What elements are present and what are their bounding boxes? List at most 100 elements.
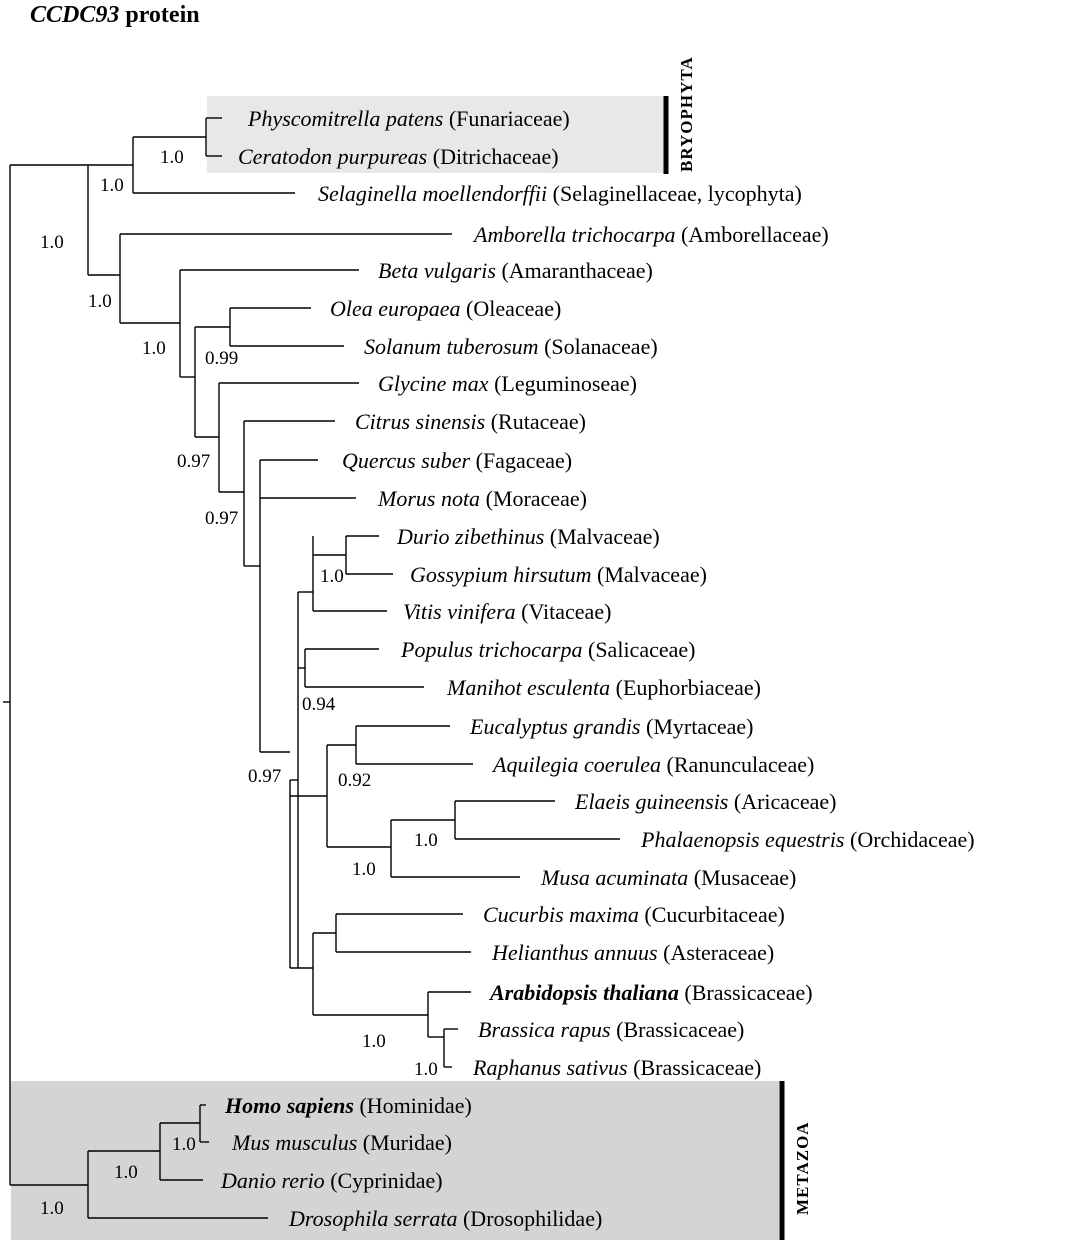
- species-name: Helianthus annuus: [491, 940, 658, 965]
- taxon-label-aquilegia: Aquilegia coerulea (Ranunculaceae): [491, 752, 814, 777]
- metazoa-label: METAZOA: [793, 1121, 812, 1215]
- species-name: Drosophila serrata: [288, 1206, 457, 1231]
- support-value-core_eudicots: 1.0: [142, 338, 166, 359]
- species-name: Citrus sinensis: [355, 409, 485, 434]
- taxon-label-elaeis: Elaeis guineensis (Aricaceae): [574, 789, 836, 814]
- taxon-label-durio: Durio zibethinus (Malvaceae): [396, 524, 660, 549]
- taxon-label-mus: Mus musculus (Muridae): [231, 1130, 452, 1155]
- species-name: Olea europaea: [330, 296, 461, 321]
- taxon-label-physcomitrella: Physcomitrella patens (Funariaceae): [247, 106, 570, 131]
- support-value-vertebrates: 1.0: [114, 1162, 138, 1183]
- species-name: Gossypium hirsutum: [410, 562, 592, 587]
- support-value-rosid_split: 0.97: [177, 451, 210, 472]
- family-name: (Funariaceae): [443, 106, 569, 131]
- family-name: (Amborellaceae): [675, 222, 828, 247]
- species-name: Populus trichocarpa: [400, 637, 583, 662]
- support-value-brassicaceae: 1.0: [362, 1031, 386, 1052]
- taxon-label-arabidopsis: Arabidopsis thaliana (Brassicaceae): [488, 980, 813, 1005]
- support-value-moss_pair: 1.0: [160, 147, 184, 168]
- family-name: (Oleaceae): [461, 296, 562, 321]
- taxon-label-glycine: Glycine max (Leguminoseae): [378, 371, 637, 396]
- figure-title: CCDC93 protein: [30, 2, 200, 28]
- species-name: Arabidopsis thaliana: [488, 980, 679, 1005]
- species-name: Homo sapiens: [224, 1093, 354, 1118]
- species-name: Cucurbis maxima: [483, 902, 639, 927]
- family-name: (Hominidae): [354, 1093, 472, 1118]
- family-name: (Moraceae): [480, 486, 587, 511]
- taxon-labels: Physcomitrella patens (Funariaceae) Cerat…: [220, 106, 975, 1231]
- taxon-label-selaginella: Selaginella moellendorffii (Selaginellac…: [318, 181, 802, 206]
- title-suffix: protein: [119, 2, 199, 28]
- family-name: (Euphorbiaceae): [610, 675, 761, 700]
- species-name: Quercus suber: [342, 448, 471, 473]
- taxon-label-homo: Homo sapiens (Hominidae): [224, 1093, 472, 1118]
- family-name: (Brassicaceae): [679, 980, 813, 1005]
- family-name: (Ditrichaceae): [427, 144, 558, 169]
- species-name: Selaginella moellendorffii: [318, 181, 547, 206]
- family-name: (Selaginellaceae, lycophyta): [547, 181, 802, 206]
- species-name: Morus nota: [377, 486, 480, 511]
- taxon-label-danio: Danio rerio (Cyprinidae): [220, 1168, 443, 1193]
- family-name: (Salicaceae): [583, 637, 696, 662]
- family-name: (Orchidaceae): [845, 827, 975, 852]
- bryophyta-shade: [207, 96, 664, 173]
- taxon-label-quercus: Quercus suber (Fagaceae): [342, 448, 572, 473]
- species-name: Aquilegia coerulea: [491, 752, 661, 777]
- taxon-label-olea: Olea europaea (Oleaceae): [330, 296, 561, 321]
- support-value-populus_manihot: 0.94: [302, 694, 336, 715]
- support-value-olea_solanum: 0.99: [205, 348, 238, 369]
- species-name: Beta vulgaris: [378, 258, 496, 283]
- taxon-label-ceratodon: Ceratodon purpureas (Ditrichaceae): [238, 144, 559, 169]
- species-name: Danio rerio: [220, 1168, 325, 1193]
- support-value-angiosperms: 1.0: [88, 291, 112, 312]
- family-name: (Asteraceae): [658, 940, 775, 965]
- title-gene: CCDC93: [30, 2, 119, 28]
- family-name: (Brassicaceae): [611, 1017, 745, 1042]
- species-name: Amborella trichocarpa: [472, 222, 675, 247]
- support-value-land_plants: 1.0: [40, 232, 64, 253]
- family-name: (Brassicaceae): [628, 1055, 762, 1080]
- species-name: Glycine max: [378, 371, 489, 396]
- family-name: (Musaceae): [688, 865, 796, 890]
- family-name: (Muridae): [357, 1130, 452, 1155]
- species-name: Manihot esculenta: [446, 675, 610, 700]
- species-name: Elaeis guineensis: [574, 789, 728, 814]
- metazoa-shade: [11, 1081, 779, 1240]
- taxon-label-gossypium: Gossypium hirsutum (Malvaceae): [410, 562, 707, 587]
- bryophyta-label: BRYOPHYTA: [677, 56, 696, 172]
- taxon-label-populus: Populus trichocarpa (Salicaceae): [400, 637, 695, 662]
- family-name: (Leguminoseae): [489, 371, 637, 396]
- family-name: (Cucurbitaceae): [639, 902, 785, 927]
- species-name: Eucalyptus grandis: [469, 714, 641, 739]
- taxon-label-raphanus: Raphanus sativus (Brassicaceae): [472, 1055, 761, 1080]
- group-shading: [11, 96, 779, 1240]
- family-name: (Cyprinidae): [325, 1168, 443, 1193]
- support-value-metazoa: 1.0: [40, 1198, 64, 1219]
- taxon-label-morus: Morus nota (Moraceae): [377, 486, 587, 511]
- support-value-brassica_raphanus: 1.0: [414, 1059, 438, 1080]
- taxon-label-phalaenopsis: Phalaenopsis equestris (Orchidaceae): [640, 827, 975, 852]
- family-name: (Drosophilidae): [457, 1206, 602, 1231]
- support-value-elaeis_phalaenopsis: 1.0: [414, 830, 438, 851]
- family-name: (Vitaceae): [516, 599, 612, 624]
- support-value-citrus_clade: 0.97: [205, 508, 238, 529]
- taxon-label-eucalyptus: Eucalyptus grandis (Myrtaceae): [469, 714, 753, 739]
- taxon-label-amborella: Amborella trichocarpa (Amborellaceae): [472, 222, 829, 247]
- taxon-label-solanum: Solanum tuberosum (Solanaceae): [364, 334, 658, 359]
- taxon-label-citrus: Citrus sinensis (Rutaceae): [355, 409, 586, 434]
- group-labels: BRYOPHYTA METAZOA: [663, 56, 812, 1240]
- species-name: Vitis vinifera: [403, 599, 516, 624]
- species-name: Ceratodon purpureas: [238, 144, 427, 169]
- family-name: (Ranunculaceae): [661, 752, 814, 777]
- species-name: Phalaenopsis equestris: [640, 827, 845, 852]
- species-name: Raphanus sativus: [472, 1055, 628, 1080]
- support-value-quercus_clade: 0.97: [248, 766, 281, 787]
- support-value-homo_mus: 1.0: [172, 1134, 196, 1155]
- tree-branches: [3, 117, 620, 1219]
- taxon-label-drosophila: Drosophila serrata (Drosophilidae): [288, 1206, 602, 1231]
- species-name: Solanum tuberosum: [364, 334, 539, 359]
- taxon-label-cucurbis: Cucurbis maxima (Cucurbitaceae): [483, 902, 785, 927]
- taxon-label-helianthus: Helianthus annuus (Asteraceae): [491, 940, 774, 965]
